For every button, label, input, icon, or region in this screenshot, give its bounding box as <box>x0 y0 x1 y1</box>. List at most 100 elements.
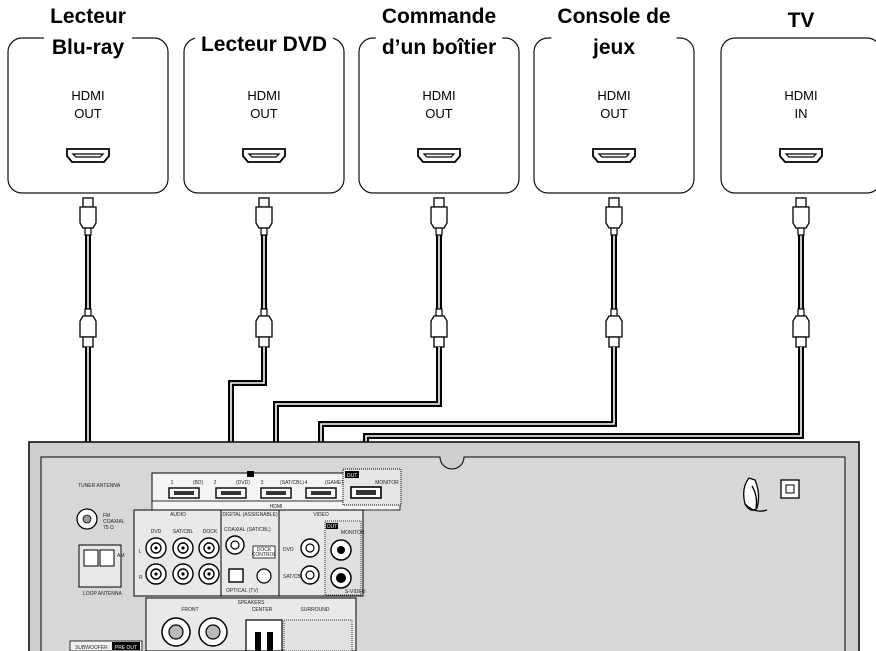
device-title-bg <box>551 4 677 60</box>
video-row-label: SAT/CBL <box>283 574 304 580</box>
audio-ch-r: R <box>139 575 143 581</box>
video-rca-jack-ring <box>305 543 315 553</box>
center-terminal-slot <box>267 632 273 651</box>
cord-clamp <box>743 477 760 511</box>
hdmi-plug-boot <box>610 308 618 317</box>
fm-label: COAXIAL <box>103 519 125 525</box>
port-type: OUT <box>425 106 453 121</box>
hdmi-port-icon-pins <box>784 153 818 158</box>
hdmi-out-badge-text: OUT <box>347 473 358 479</box>
pre-out-label: PRE OUT <box>115 645 137 651</box>
video-out-badge-text: OUT <box>327 524 338 530</box>
cable-5 <box>792 197 810 348</box>
rca-jack-pin <box>154 572 158 576</box>
hdmi-plug-boot <box>260 308 268 317</box>
hdmi-input-label: 1 <box>171 480 174 486</box>
audio-col-label: SAT/CBL <box>173 529 194 535</box>
pre-out-badge <box>112 642 140 650</box>
hdmi-plug-boot <box>435 227 443 236</box>
video-monitor-jack-center <box>337 546 345 554</box>
cable-route-core <box>230 347 265 490</box>
device-title-line: Commande <box>382 5 496 28</box>
hdmi-port-icon-pins <box>422 153 456 158</box>
device-title-bg <box>194 32 334 57</box>
port-type: OUT <box>600 106 628 121</box>
cord-clamp-line <box>744 485 768 512</box>
hdmi-plug-body <box>255 206 273 229</box>
hdmi-plug-tip <box>795 336 807 348</box>
svideo-jack-center <box>336 573 346 583</box>
hdmi-port-icon-pins <box>71 153 105 158</box>
hdmi-plug-tip <box>433 197 445 208</box>
optical-label: OPTICAL (TV) <box>226 588 259 594</box>
hdmi-group-label: HDMI <box>270 504 283 510</box>
device-title-line: Console de <box>557 5 670 28</box>
device-title-bg <box>44 4 132 60</box>
svideo-label: S-VIDEO <box>345 589 366 595</box>
hdmi-input-label: (BD) <box>193 480 204 486</box>
hdmi-plug-boot <box>84 308 92 317</box>
device-title-bg <box>781 8 821 33</box>
video-row-label: DVD <box>283 547 294 553</box>
hdmi-port-icon-pins <box>597 153 631 158</box>
hdmi-input-label: 2 <box>214 480 217 486</box>
hdmi-badge <box>247 471 254 477</box>
speaker-terminal-center <box>168 624 184 640</box>
rca-jack-pin <box>207 572 211 576</box>
device-title: Lecteur DVD <box>201 33 327 56</box>
hdmi-plug-body <box>255 315 273 338</box>
center-terminal <box>245 619 283 651</box>
subwoofer-block <box>69 640 143 651</box>
dock-control-label: DOCK <box>257 547 272 553</box>
av-receiver-rear-panel: HDMI1(BD)2(DVD)3(SAT/CBL)4(GAME)OUTMONIT… <box>28 441 860 651</box>
dock-control-jack <box>256 568 272 584</box>
hdmi-input-label: (DVD) <box>236 480 250 486</box>
port-label: HDMI <box>422 88 455 103</box>
video-label: VIDEO <box>313 512 329 518</box>
device-title: Console de jeux <box>557 5 670 59</box>
rca-jack-pin <box>181 546 185 550</box>
audio-ch-l: L <box>139 549 142 555</box>
dock-control-label: CONTROL <box>252 552 277 558</box>
hdmi-input-label: (SAT/CBL) <box>280 480 304 486</box>
audio-col-label: DVD <box>151 529 162 535</box>
hdmi-plug-boot <box>260 227 268 236</box>
rca-jack-pin <box>154 546 158 550</box>
hdmi-plug-tip <box>608 336 620 348</box>
hdmi-plug-tip <box>258 336 270 348</box>
port-label: HDMI <box>597 88 630 103</box>
surround-terminal <box>283 619 353 651</box>
fm-label: 75 Ω <box>103 525 114 531</box>
device-title-line: Lecteur <box>50 5 126 28</box>
device-title-line: TV <box>788 9 815 32</box>
device-title-line: Lecteur DVD <box>201 33 327 56</box>
hdmi-plug-boot <box>797 308 805 317</box>
hdmi-monitor-jack-inner <box>356 490 376 495</box>
hdmi-input-jack-inner <box>221 491 241 495</box>
video-out-badge <box>326 523 338 529</box>
rca-jack-pin <box>207 546 211 550</box>
device-title-bg <box>375 4 503 60</box>
port-type: OUT <box>250 106 278 121</box>
speakers-label: SPEAKERS <box>238 600 266 606</box>
loop-antenna-label: LOOP ANTENNA <box>83 591 122 597</box>
rca-jack-pin <box>181 572 185 576</box>
device-box <box>720 37 876 194</box>
device-title-line: jeux <box>592 36 635 59</box>
coaxial-label: COAXIAL (SAT/CBL) <box>224 527 271 533</box>
am-terminal <box>99 549 115 567</box>
cable-1 <box>79 197 97 348</box>
hdmi-monitor-label: MONITOR <box>375 480 399 486</box>
hdmi-plug-boot <box>84 227 92 236</box>
cable-3 <box>430 197 448 348</box>
subwoofer-label: SUBWOOFER <box>75 645 108 651</box>
power-inlet-inner <box>785 484 795 494</box>
